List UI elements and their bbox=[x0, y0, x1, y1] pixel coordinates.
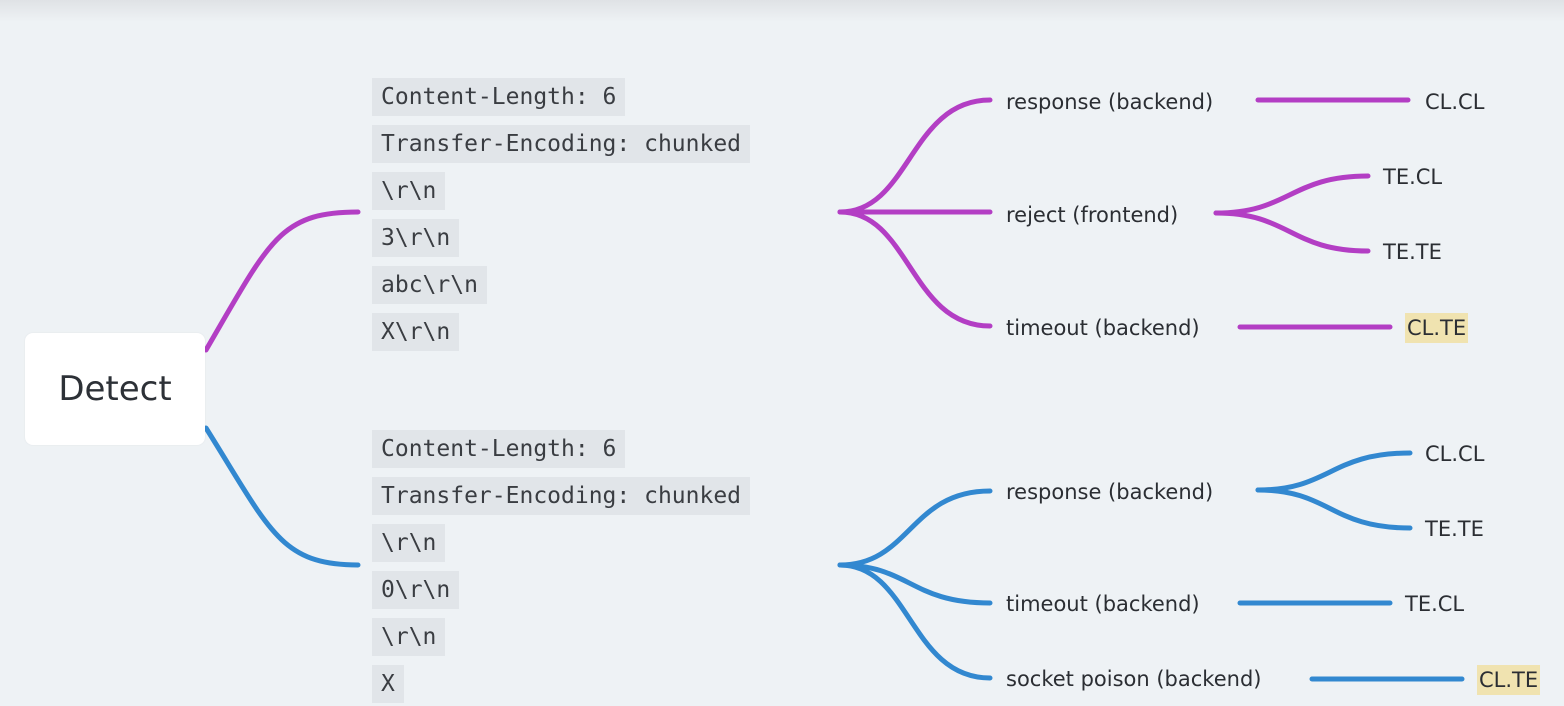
root-node-label: Detect bbox=[58, 369, 172, 409]
connector-root-to-bottom-code bbox=[203, 425, 361, 568]
code-line: X\r\n bbox=[372, 313, 460, 351]
result-cl-te-highlighted[interactable]: CL.TE bbox=[1405, 313, 1469, 343]
result-te-te[interactable]: TE.TE bbox=[1383, 240, 1442, 264]
code-line: 0\r\n bbox=[372, 571, 460, 609]
outcome-socket-poison-backend[interactable]: socket poison (backend) bbox=[1006, 667, 1262, 691]
result-te-te[interactable]: TE.TE bbox=[1425, 517, 1484, 541]
result-cl-cl[interactable]: CL.CL bbox=[1425, 442, 1485, 466]
code-line: Transfer-Encoding: chunked bbox=[372, 125, 751, 163]
result-cl-cl[interactable]: CL.CL bbox=[1425, 90, 1485, 114]
bottom-branch-connectors bbox=[203, 425, 1465, 682]
result-te-cl[interactable]: TE.CL bbox=[1383, 165, 1443, 189]
result-te-cl[interactable]: TE.CL bbox=[1405, 592, 1465, 616]
root-node-detect[interactable]: Detect bbox=[25, 333, 205, 445]
top-branch-connectors bbox=[203, 97, 1411, 353]
code-line: abc\r\n bbox=[372, 266, 487, 304]
connector-response-to-clcl-2 bbox=[1255, 450, 1413, 493]
connector-root-to-top-code bbox=[203, 209, 361, 353]
outcome-timeout-backend[interactable]: timeout (backend) bbox=[1006, 592, 1200, 616]
connector-bottom-code-to-timeout bbox=[837, 562, 993, 606]
outcome-reject-frontend[interactable]: reject (frontend) bbox=[1006, 203, 1179, 227]
code-line: \r\n bbox=[372, 172, 446, 210]
connector-bottom-code-to-socket bbox=[837, 562, 993, 681]
code-line: \r\n bbox=[372, 618, 446, 656]
connector-reject-to-tete bbox=[1213, 210, 1371, 254]
top-shadow bbox=[0, 0, 1564, 22]
code-line: X bbox=[372, 665, 404, 703]
connector-top-code-to-response bbox=[837, 97, 993, 215]
code-line: Content-Length: 6 bbox=[372, 430, 626, 468]
code-line: Content-Length: 6 bbox=[372, 78, 626, 116]
connector-reject-to-tecl bbox=[1213, 173, 1371, 216]
outcome-timeout-backend[interactable]: timeout (backend) bbox=[1006, 316, 1200, 340]
outcome-response-backend[interactable]: response (backend) bbox=[1006, 90, 1214, 114]
code-line: Transfer-Encoding: chunked bbox=[372, 477, 751, 515]
outcome-response-backend[interactable]: response (backend) bbox=[1006, 480, 1214, 504]
code-line: 3\r\n bbox=[372, 219, 460, 257]
connector-top-code-to-timeout bbox=[837, 209, 993, 329]
connector-bottom-code-to-response bbox=[837, 488, 993, 568]
result-cl-te-highlighted[interactable]: CL.TE bbox=[1477, 665, 1541, 695]
connector-response-to-tete-2 bbox=[1255, 487, 1413, 531]
code-line: \r\n bbox=[372, 524, 446, 562]
